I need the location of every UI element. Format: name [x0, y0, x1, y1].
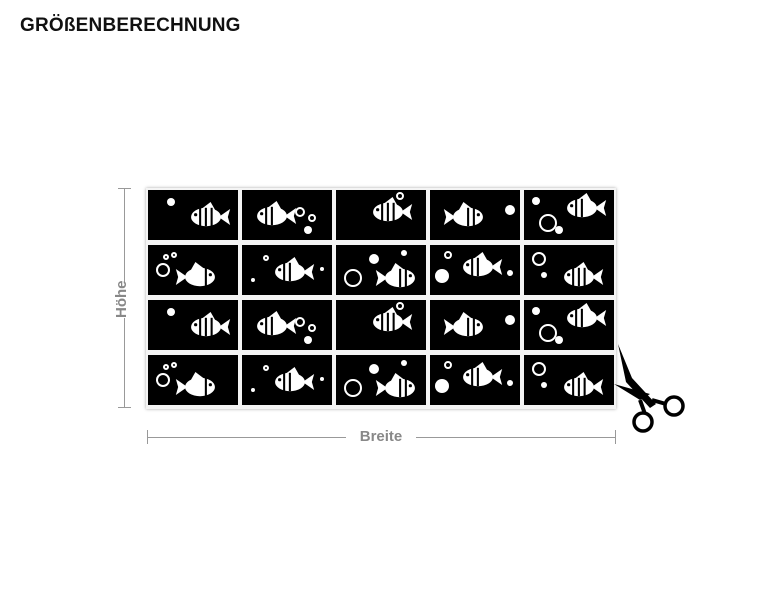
- fish-icon: [463, 252, 503, 277]
- bubble-icon: [308, 324, 316, 332]
- fish-icon: [257, 201, 297, 226]
- bubble-icon: [541, 272, 547, 278]
- page-title: GRÖßENBERECHNUNG: [20, 15, 241, 36]
- bubble-icon: [435, 379, 449, 393]
- fish-icon: [175, 262, 215, 287]
- bubble-icon: [167, 198, 175, 206]
- scissors-icon: [614, 344, 685, 433]
- fish-tile: [148, 245, 238, 295]
- bubble-icon: [505, 315, 515, 325]
- fish-icon: [375, 263, 415, 288]
- bubble-icon: [532, 252, 546, 266]
- bubble-icon: [507, 380, 513, 386]
- bubble-icon: [369, 254, 379, 264]
- fish-tile: [242, 300, 332, 350]
- height-label: Höhe: [108, 281, 136, 318]
- bubble-icon: [251, 388, 255, 392]
- bubble-icon: [396, 192, 404, 200]
- bubble-icon: [263, 365, 269, 371]
- fish-icon: [564, 262, 604, 287]
- bubble-icon: [171, 362, 177, 368]
- wall-tile-sticker-sheet: [146, 188, 616, 409]
- bubble-icon: [541, 382, 547, 388]
- bubble-icon: [251, 278, 255, 282]
- bubble-icon: [304, 336, 312, 344]
- fish-icon: [463, 362, 503, 387]
- fish-tile: [148, 355, 238, 405]
- fish-icon: [175, 372, 215, 397]
- bubble-icon: [156, 263, 170, 277]
- fish-icon: [443, 202, 483, 227]
- fish-tile: [524, 245, 614, 295]
- fish-icon: [191, 312, 231, 337]
- fish-icon: [567, 303, 607, 328]
- fish-icon: [275, 257, 315, 282]
- fish-icon: [373, 197, 413, 222]
- bubble-icon: [396, 302, 404, 310]
- bubble-icon: [263, 255, 269, 261]
- fish-tile: [524, 300, 614, 350]
- bubble-icon: [308, 214, 316, 222]
- bubble-icon: [539, 324, 557, 342]
- fish-tile: [242, 190, 332, 240]
- bubble-icon: [320, 267, 324, 271]
- fish-tile: [336, 245, 426, 295]
- fish-icon: [567, 193, 607, 218]
- fish-tile: [148, 190, 238, 240]
- fish-tile: [430, 245, 520, 295]
- fish-tile: [242, 355, 332, 405]
- fish-icon: [564, 372, 604, 397]
- bubble-icon: [435, 269, 449, 283]
- bubble-icon: [401, 250, 407, 256]
- fish-tile: [430, 300, 520, 350]
- fish-icon: [257, 311, 297, 336]
- bubble-icon: [369, 364, 379, 374]
- fish-tile: [336, 355, 426, 405]
- bubble-icon: [555, 226, 563, 234]
- bubble-icon: [163, 364, 169, 370]
- fish-icon: [275, 367, 315, 392]
- bubble-icon: [444, 251, 452, 259]
- bubble-icon: [344, 269, 362, 287]
- bubble-icon: [304, 226, 312, 234]
- fish-icon: [191, 202, 231, 227]
- bubble-icon: [163, 254, 169, 260]
- fish-tile: [242, 245, 332, 295]
- bubble-icon: [532, 307, 540, 315]
- bubble-icon: [344, 379, 362, 397]
- bubble-icon: [156, 373, 170, 387]
- bubble-icon: [401, 360, 407, 366]
- bubble-icon: [555, 336, 563, 344]
- bubble-icon: [539, 214, 557, 232]
- bubble-icon: [295, 207, 305, 217]
- fish-tile: [524, 190, 614, 240]
- fish-tile: [148, 300, 238, 350]
- bubble-icon: [444, 361, 452, 369]
- bubble-icon: [532, 362, 546, 376]
- fish-tile: [430, 190, 520, 240]
- bubble-icon: [505, 205, 515, 215]
- fish-tile: [524, 355, 614, 405]
- bubble-icon: [295, 317, 305, 327]
- fish-icon: [375, 373, 415, 398]
- fish-tile: [336, 190, 426, 240]
- bubble-icon: [320, 377, 324, 381]
- fish-icon: [443, 312, 483, 337]
- fish-icon: [373, 307, 413, 332]
- bubble-icon: [507, 270, 513, 276]
- width-label: Breite: [346, 427, 416, 447]
- bubble-icon: [532, 197, 540, 205]
- fish-tile: [430, 355, 520, 405]
- bubble-icon: [171, 252, 177, 258]
- bubble-icon: [167, 308, 175, 316]
- fish-tile: [336, 300, 426, 350]
